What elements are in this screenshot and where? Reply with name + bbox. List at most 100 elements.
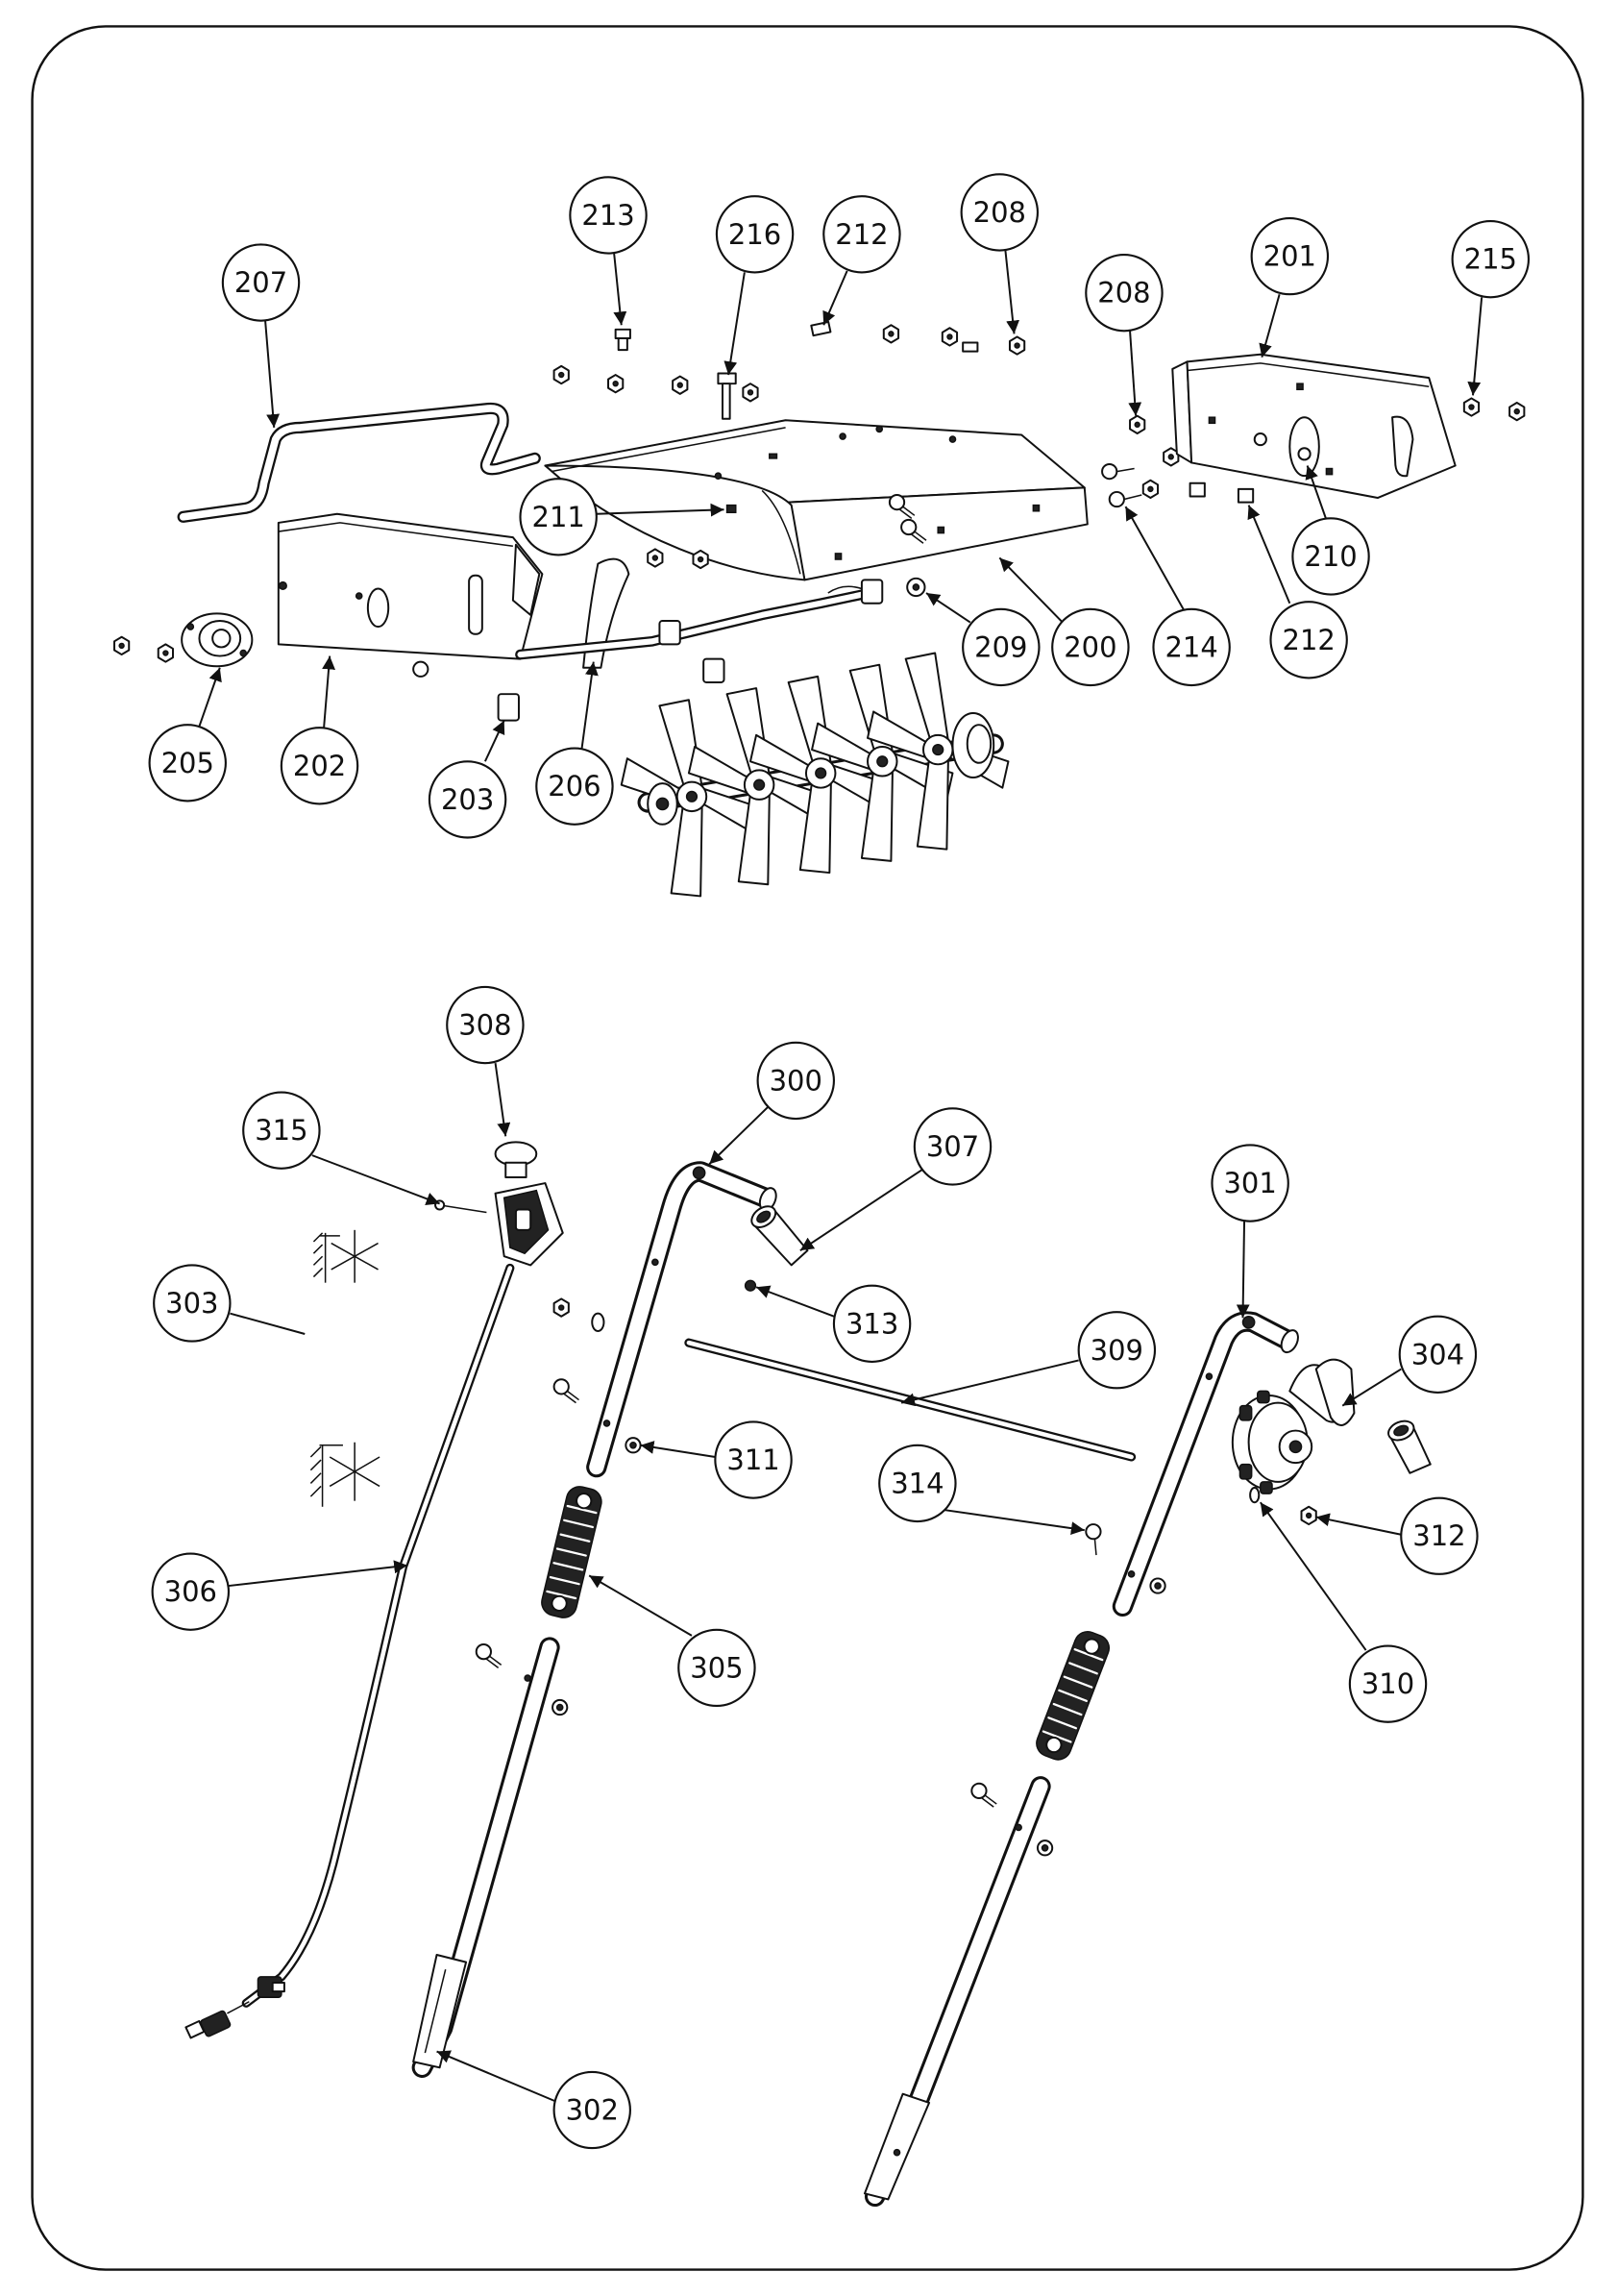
tine-rotor (620, 652, 1010, 898)
leader-305 (588, 1574, 693, 1637)
callout-315: 315 (242, 1091, 321, 1170)
callout-216: 216 (715, 195, 795, 274)
callout-312: 312 (1400, 1496, 1479, 1575)
nut (882, 324, 900, 344)
clamp (658, 620, 681, 646)
callout-label: 302 (566, 2094, 619, 2127)
sleeve-307 (750, 1205, 809, 1267)
leader-304 (1341, 1368, 1402, 1407)
callout-label: 212 (1282, 624, 1335, 656)
pin-315 (434, 1199, 487, 1214)
callout-314: 314 (878, 1444, 957, 1523)
callout-212-right: 212 (1269, 601, 1348, 679)
callout-label: 301 (1223, 1167, 1276, 1199)
callout-label: 312 (1412, 1519, 1465, 1552)
bolt (552, 1378, 580, 1404)
leader-211 (596, 503, 724, 517)
callout-label: 212 (835, 218, 888, 251)
callout-label: 208 (973, 196, 1026, 229)
callout-207: 207 (221, 243, 301, 322)
leader-206 (580, 661, 599, 749)
leader-300 (708, 1106, 769, 1165)
leader-315 (311, 1154, 440, 1205)
clamp-203 (497, 693, 520, 722)
leader-310 (1260, 1501, 1367, 1651)
callout-302: 302 (552, 2070, 631, 2150)
control-unit-304 (1231, 1358, 1356, 1494)
callout-201: 201 (1250, 216, 1330, 296)
callout-label: 306 (164, 1575, 217, 1608)
leader-309 (900, 1359, 1079, 1407)
bearing-205 (181, 612, 254, 668)
washer (591, 1312, 605, 1332)
leader-200 (998, 556, 1064, 624)
leader-212-top (822, 270, 848, 326)
cable-306 (184, 1263, 515, 2039)
grip-right (1036, 1631, 1111, 1761)
callout-305: 305 (677, 1628, 756, 1708)
callout-label: 200 (1064, 630, 1116, 663)
leader-208-top (1004, 250, 1019, 334)
nut-215 (1462, 397, 1481, 417)
snowflake-symbol-icon (312, 1229, 379, 1283)
clip-nut (962, 341, 979, 353)
callout-label: 211 (532, 501, 585, 533)
callout-label: 203 (441, 783, 494, 816)
switch-box-308 (494, 1141, 564, 1267)
bracket-206 (515, 548, 884, 683)
callout-214: 214 (1152, 607, 1231, 687)
lower-tube-left-302 (411, 1637, 560, 2078)
nut-312 (1300, 1505, 1317, 1526)
bolt-314 (1085, 1523, 1102, 1556)
nut (1141, 479, 1160, 500)
clip-nut-212 (810, 320, 832, 337)
nut (607, 374, 625, 394)
callout-label: 216 (728, 218, 781, 251)
callout-301: 301 (1211, 1144, 1289, 1222)
callout-306: 306 (151, 1552, 231, 1631)
leader-314 (942, 1508, 1085, 1536)
washer-310 (1249, 1486, 1261, 1504)
nut (647, 548, 664, 568)
callout-label: 313 (846, 1307, 898, 1340)
callout-213: 213 (569, 176, 648, 255)
callout-label: 310 (1361, 1667, 1414, 1700)
upper-handle-left-300 (586, 1161, 777, 1478)
nut (552, 364, 570, 385)
leader-201 (1259, 293, 1281, 358)
leader-209 (925, 592, 971, 624)
callout-311: 311 (714, 1420, 793, 1499)
leader-214 (1124, 506, 1186, 611)
upper-assembly (112, 320, 1526, 898)
leader-306 (228, 1560, 408, 1588)
nut (1008, 335, 1026, 356)
callout-208-top: 208 (960, 173, 1040, 252)
callout-label: 209 (974, 630, 1027, 663)
callout-203: 203 (428, 760, 507, 839)
leader-303 (230, 1312, 306, 1335)
callout-label: 307 (926, 1130, 979, 1163)
top-hardware (552, 320, 1026, 420)
callout-310: 310 (1348, 1644, 1428, 1723)
leader-302 (436, 2050, 556, 2103)
leader-311 (640, 1441, 716, 1458)
callout-205: 205 (148, 724, 227, 802)
leader-301 (1236, 1221, 1250, 1319)
nut-313 (744, 1279, 757, 1292)
callout-label: 205 (161, 747, 214, 779)
leader-208-right (1128, 331, 1142, 416)
snowflake-symbol-icon (309, 1442, 380, 1507)
bolt-216 (717, 372, 737, 420)
callout-202: 202 (280, 727, 359, 805)
bolt (475, 1643, 503, 1669)
nut-208 (1129, 414, 1146, 434)
lower-tube-right (863, 1776, 1051, 2208)
handle-bar-207 (177, 402, 541, 523)
leader-212-right (1247, 505, 1291, 605)
leader-307 (799, 1169, 923, 1251)
callout-300: 300 (756, 1041, 835, 1121)
callout-label: 207 (234, 266, 287, 299)
leader-313 (755, 1285, 835, 1318)
right-hardware (1101, 414, 1255, 508)
